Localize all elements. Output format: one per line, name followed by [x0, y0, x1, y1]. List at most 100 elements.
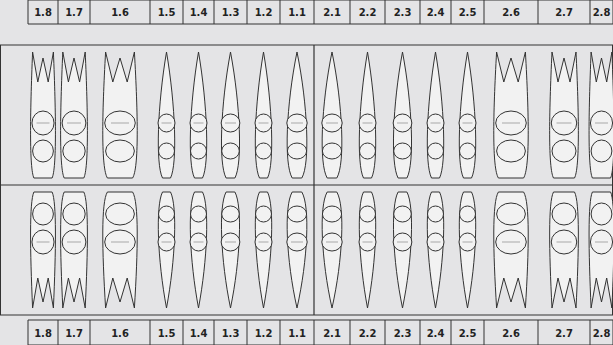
cell-border	[90, 0, 91, 24]
tooth-section	[360, 143, 376, 159]
fissure-line	[291, 242, 303, 243]
tooth-section	[322, 114, 342, 132]
cell-border	[183, 320, 184, 345]
tooth-number: 1.3	[222, 328, 240, 339]
fissure-line	[194, 123, 204, 124]
tooth-number: 1.5	[158, 7, 176, 18]
tooth-outline	[427, 52, 443, 178]
tooth-section	[551, 230, 577, 254]
tooth-number: 1.8	[34, 328, 52, 339]
tooth-number: 2.7	[555, 328, 573, 339]
cell-border	[314, 320, 315, 345]
cell-border	[150, 320, 151, 345]
fissure-line	[37, 123, 50, 124]
tooth-section	[459, 114, 476, 132]
tooth-section	[552, 140, 576, 162]
cell-border	[150, 0, 151, 24]
tooth-outline	[359, 192, 375, 308]
tooth-outline	[494, 52, 528, 178]
tooth-section	[158, 114, 175, 132]
fissure-line	[363, 123, 373, 124]
fissure-line	[502, 123, 520, 124]
tooth-section	[159, 206, 175, 222]
cell-border	[590, 320, 591, 345]
tooth-section	[32, 111, 54, 135]
tooth-section	[287, 233, 307, 251]
tooth-section	[106, 203, 135, 225]
tooth-section	[427, 114, 444, 132]
fissure-line	[225, 242, 236, 243]
tooth-outline	[221, 192, 239, 308]
tooth-number: 2.1	[323, 328, 341, 339]
fissure-line	[463, 123, 473, 124]
tooth-section	[591, 203, 612, 225]
tooth-section	[460, 206, 476, 222]
tooth-outline	[190, 52, 206, 178]
tooth-number: 1.1	[288, 328, 306, 339]
fissure-line	[397, 123, 408, 124]
fissure-line	[162, 242, 172, 243]
cell-border	[314, 0, 315, 24]
fissure-line	[431, 242, 441, 243]
cell-border	[451, 0, 452, 24]
tooth-number: 1.6	[111, 328, 129, 339]
fissure-line	[67, 123, 81, 124]
chart-frame	[1, 45, 613, 315]
tooth-section	[106, 140, 135, 162]
tooth-section	[221, 233, 240, 251]
tooth-section	[62, 230, 86, 254]
tooth-section	[394, 206, 412, 222]
tooth-number: 1.3	[222, 7, 240, 18]
tooth-outline	[158, 52, 174, 178]
tooth-section	[497, 203, 526, 225]
tooth-outline	[221, 52, 239, 178]
tooth-number: 1.6	[111, 7, 129, 18]
cell-border	[538, 320, 539, 345]
tooth-section	[191, 143, 207, 159]
tooth-section	[32, 230, 54, 254]
cell-border	[420, 0, 421, 24]
tooth-section	[222, 143, 240, 159]
tooth-section	[359, 114, 376, 132]
tooth-number: 2.5	[459, 328, 477, 339]
tooth-section	[63, 203, 85, 225]
fissure-line	[557, 242, 572, 243]
fissure-line	[502, 242, 520, 243]
tooth-section	[222, 206, 240, 222]
tooth-section	[63, 140, 85, 162]
cell-border	[385, 320, 386, 345]
fissure-line	[225, 123, 236, 124]
tooth-section	[496, 230, 527, 254]
tooth-section	[287, 143, 306, 159]
tooth-outline	[103, 192, 137, 308]
tooth-section	[460, 143, 476, 159]
tooth-section	[394, 143, 412, 159]
tooth-number: 1.7	[65, 7, 83, 18]
fissure-line	[291, 123, 303, 124]
tooth-number: 2.4	[427, 7, 445, 18]
midline	[313, 45, 314, 315]
tooth-number: 2.2	[359, 328, 377, 339]
fissure-line	[326, 123, 338, 124]
tooth-number: 1.2	[255, 7, 273, 18]
tooth-section	[459, 233, 476, 251]
tooth-section	[159, 143, 175, 159]
tooth-number: 2.6	[502, 328, 520, 339]
tooth-section	[427, 233, 444, 251]
tooth-number: 1.4	[190, 328, 208, 339]
fissure-line	[259, 123, 269, 124]
tooth-number: 2.1	[323, 7, 341, 18]
fissure-line	[595, 123, 608, 124]
tooth-outline	[459, 192, 475, 308]
cell-border	[538, 0, 539, 24]
tooth-section	[105, 230, 136, 254]
tooth-outline	[427, 192, 443, 308]
cell-border	[28, 320, 29, 345]
fissure-line	[67, 242, 81, 243]
cell-border	[350, 0, 351, 24]
cell-border	[214, 320, 215, 345]
cell-border	[350, 320, 351, 345]
tooth-section	[256, 143, 272, 159]
tooth-section	[591, 140, 612, 162]
tooth-section	[360, 206, 376, 222]
